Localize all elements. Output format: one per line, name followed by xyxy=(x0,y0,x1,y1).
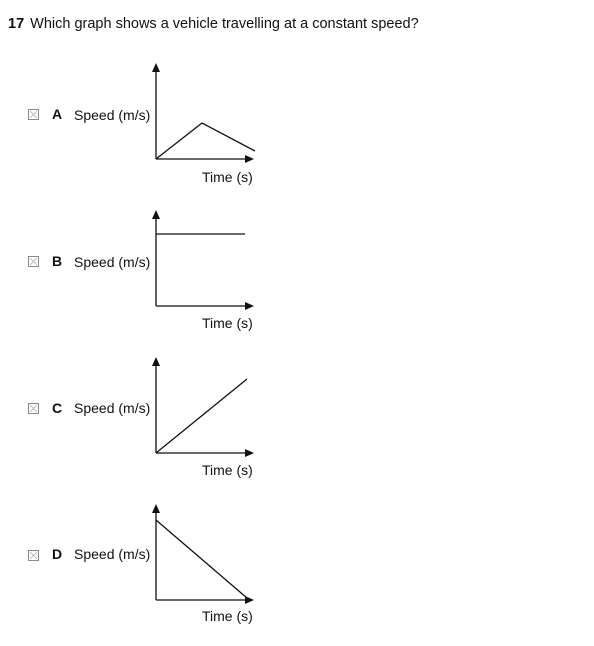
x-axis-label: Time (s) xyxy=(202,608,253,624)
graph-d xyxy=(152,504,254,604)
x-axis-label: Time (s) xyxy=(202,169,253,185)
x-axis-arrow-icon xyxy=(245,449,254,457)
question-stem: 17 Which graph shows a vehicle travelling… xyxy=(8,16,419,32)
y-axis-label: Speed (m/s) xyxy=(74,107,151,123)
x-axis-arrow-icon xyxy=(245,302,254,310)
graph-a xyxy=(152,63,256,163)
speed-time-line xyxy=(155,378,248,454)
speed-time-line xyxy=(155,122,256,160)
answer-checkbox-a[interactable] xyxy=(28,109,39,120)
y-axis-arrow-icon xyxy=(152,357,160,366)
question-text: Which graph shows a vehicle travelling a… xyxy=(30,16,419,32)
x-axis-label: Time (s) xyxy=(202,315,253,331)
y-axis-label: Speed (m/s) xyxy=(74,400,151,416)
option-a[interactable]: A Speed (m/s) Time (s) xyxy=(0,55,300,205)
y-axis-arrow-icon xyxy=(152,504,160,513)
option-letter: A xyxy=(52,106,63,122)
checkbox-cross-icon xyxy=(29,404,38,413)
option-d[interactable]: D Speed (m/s) Time (s) xyxy=(0,496,300,646)
checkbox-cross-icon xyxy=(29,551,38,560)
checkbox-cross-icon xyxy=(29,110,38,119)
checkbox-cross-icon xyxy=(29,257,38,266)
option-b[interactable]: B Speed (m/s) Time (s) xyxy=(0,202,300,352)
option-letter: D xyxy=(52,546,63,562)
y-axis-arrow-icon xyxy=(152,63,160,72)
graph-b xyxy=(152,210,254,310)
option-letter: B xyxy=(52,253,63,269)
answer-checkbox-d[interactable] xyxy=(28,550,39,561)
y-axis-arrow-icon xyxy=(152,210,160,219)
answer-checkbox-b[interactable] xyxy=(28,256,39,267)
speed-time-line xyxy=(155,519,248,599)
x-axis-arrow-icon xyxy=(245,596,254,604)
graph-c xyxy=(152,357,254,457)
y-axis-label: Speed (m/s) xyxy=(74,546,151,562)
option-letter: C xyxy=(52,400,63,416)
x-axis-arrow-icon xyxy=(245,155,254,163)
question-number: 17 xyxy=(8,16,25,32)
y-axis-label: Speed (m/s) xyxy=(74,254,151,270)
answer-checkbox-c[interactable] xyxy=(28,403,39,414)
option-c[interactable]: C Speed (m/s) Time (s) xyxy=(0,349,300,499)
x-axis-label: Time (s) xyxy=(202,462,253,478)
